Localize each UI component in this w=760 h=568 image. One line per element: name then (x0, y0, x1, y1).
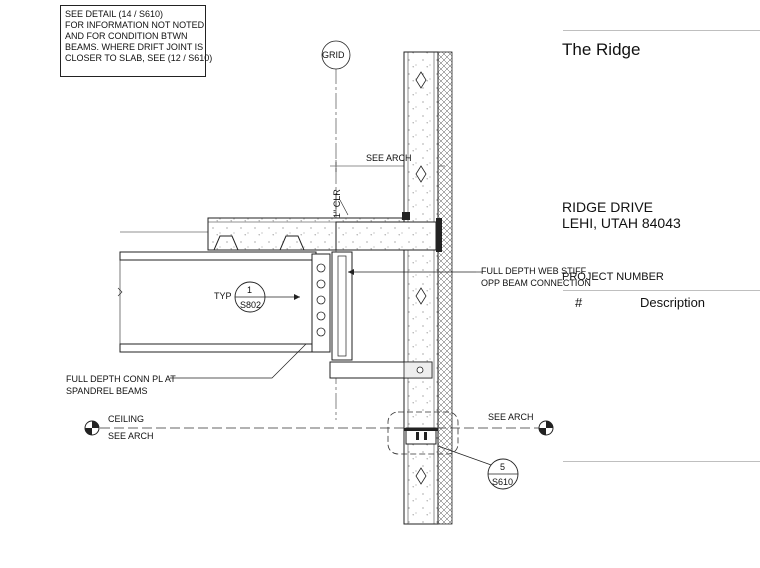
stiffener-note-line-2: OPP BEAM CONNECTION (481, 278, 591, 288)
address-line-2: LEHI, UTAH 84043 (562, 215, 681, 231)
title-block-line-mid (563, 290, 760, 291)
grid-label: GRID (322, 50, 345, 60)
detail-section-bubble (487, 458, 519, 490)
wall-diamond-markers (415, 71, 427, 485)
revision-number-header: # (575, 295, 583, 310)
title-block-line-bottom (563, 461, 760, 462)
conn-plate-note-line-1: FULL DEPTH CONN PL AT (66, 374, 176, 384)
floor-slab (120, 217, 437, 251)
detail-note-line-3: AND FOR CONDITION BTWN (65, 31, 188, 41)
detail-note-line-5: CLOSER TO SLAB, SEE (12 / S610) (65, 53, 213, 63)
detail-note-line-1: SEE DETAIL (14 / S610) (65, 9, 164, 19)
detail-note-line-2: FOR INFORMATION NOT NOTED (65, 20, 205, 30)
see-arch-top-label: SEE ARCH (366, 153, 412, 163)
conn-plate-note-line-2: SPANDREL BEAMS (66, 386, 148, 396)
detail-ref-number: 5 (500, 462, 506, 472)
drift-joint-callout (387, 411, 495, 467)
embed-plate (436, 218, 442, 252)
typ-label: TYP (214, 291, 232, 301)
title-block-line-top (563, 30, 760, 31)
typ-section-bubble (234, 281, 266, 313)
detail-note-line-4: BEAMS. WHERE DRIFT JOINT IS (65, 42, 204, 52)
bottom-angle (329, 361, 433, 379)
edge-angle (402, 212, 410, 220)
detail-ref-sheet: S610 (492, 477, 514, 487)
typ-ref-sheet: S802 (240, 300, 262, 310)
level-marker-left (84, 420, 100, 436)
project-name: The Ridge (562, 40, 641, 59)
steel-beam (117, 251, 317, 353)
clear-label: 1" CLR (332, 189, 342, 218)
stiffener-note-line-1: FULL DEPTH WEB STIFF (481, 266, 587, 276)
connection-plate (311, 253, 331, 353)
ceiling-label: CEILING (108, 414, 145, 424)
project-number-label: PROJECT NUMBER (562, 271, 664, 283)
revision-description-header: Description (640, 295, 706, 310)
leaders (170, 271, 482, 379)
see-arch-right-label: SEE ARCH (488, 412, 534, 422)
precast-wall-panel (403, 51, 453, 525)
level-marker-right (538, 420, 554, 436)
typ-ref-number: 1 (247, 285, 253, 295)
spandrel-beam (331, 251, 353, 361)
detail-note-box: SEE DETAIL (14 / S610) FOR INFORMATION N… (60, 5, 213, 77)
see-arch-left-label: SEE ARCH (108, 431, 154, 441)
address-line-1: RIDGE DRIVE (562, 199, 654, 215)
